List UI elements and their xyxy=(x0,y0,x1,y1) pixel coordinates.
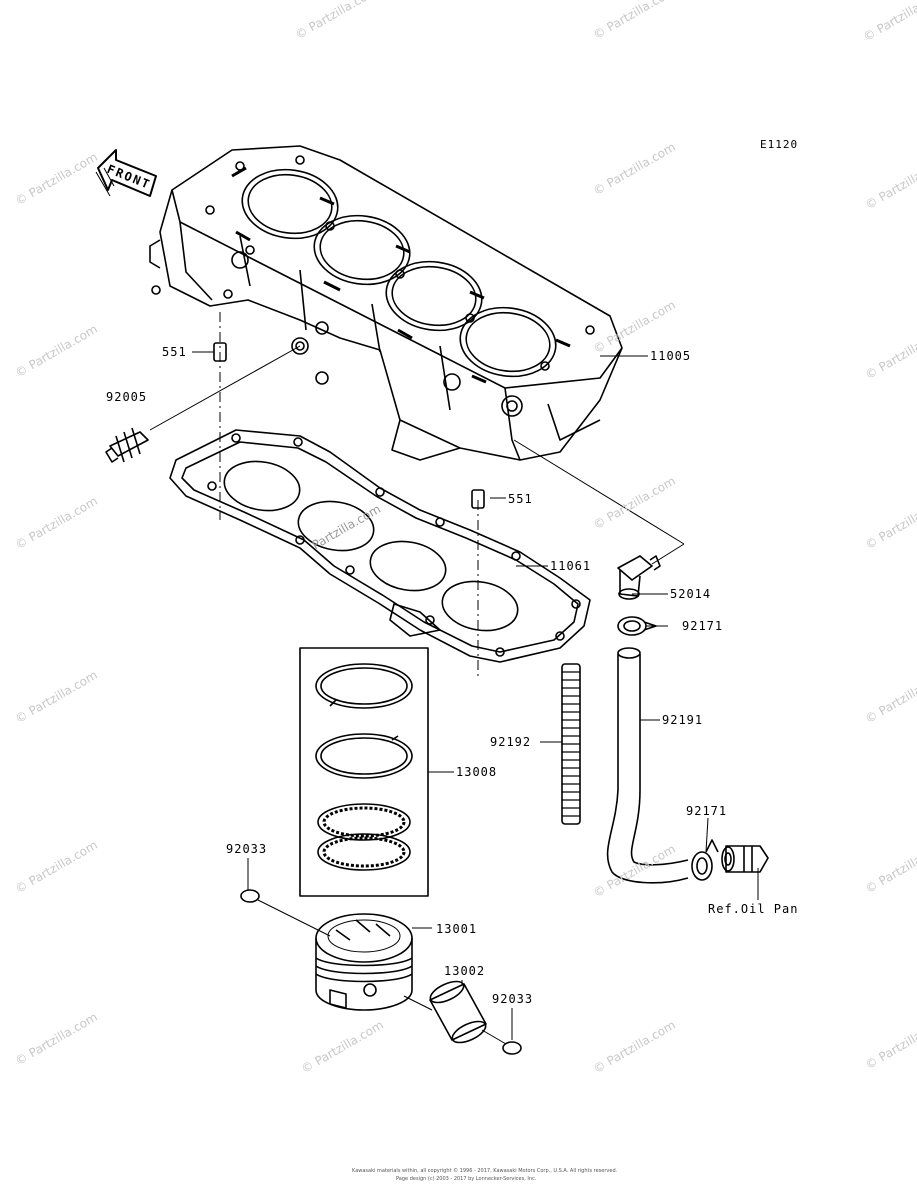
part-label-551-upper[interactable]: 551 xyxy=(162,345,187,359)
ref-oil-pan-label[interactable]: Ref.Oil Pan xyxy=(708,902,799,916)
part-label-92191[interactable]: 92191 xyxy=(662,713,704,727)
cylinder-block xyxy=(149,145,623,461)
part-label-551-lower[interactable]: 551 xyxy=(508,492,533,506)
diagram-code: E1120 xyxy=(760,138,799,151)
corrugated-hose-92192 xyxy=(561,663,581,825)
copyright-line: Kawasaki materials within, all copyright… xyxy=(352,1168,618,1174)
part-label-11005[interactable]: 11005 xyxy=(650,349,692,363)
part-label-92033-right[interactable]: 92033 xyxy=(492,992,534,1006)
design-credit-line: Page design (c) 2003 - 2017 by Lonnecker… xyxy=(396,1176,537,1182)
hose-fitting-92005 xyxy=(105,427,149,463)
piston-ring-set xyxy=(299,647,429,897)
oil-pan-fitting xyxy=(721,845,769,873)
part-label-13001[interactable]: 13001 xyxy=(436,922,478,936)
part-label-92005[interactable]: 92005 xyxy=(106,390,148,404)
front-arrow-icon xyxy=(95,149,157,197)
part-label-92192[interactable]: 92192 xyxy=(490,735,532,749)
part-label-92171-lower[interactable]: 92171 xyxy=(686,804,728,818)
part-label-13002[interactable]: 13002 xyxy=(444,964,486,978)
circlip-right xyxy=(502,1041,522,1055)
leader-lines xyxy=(149,312,759,1045)
oil-hose-92191 xyxy=(606,647,689,884)
piston-pin xyxy=(429,980,487,1044)
part-label-13008[interactable]: 13008 xyxy=(456,765,498,779)
part-label-92171-upper[interactable]: 92171 xyxy=(682,619,724,633)
hose-clamp-lower xyxy=(691,839,719,881)
piston xyxy=(315,913,413,1011)
part-label-92033-left[interactable]: 92033 xyxy=(226,842,268,856)
part-label-11061[interactable]: 11061 xyxy=(550,559,592,573)
head-gasket xyxy=(169,429,591,663)
part-label-52014[interactable]: 52014 xyxy=(670,587,712,601)
circlip-left xyxy=(240,889,260,903)
